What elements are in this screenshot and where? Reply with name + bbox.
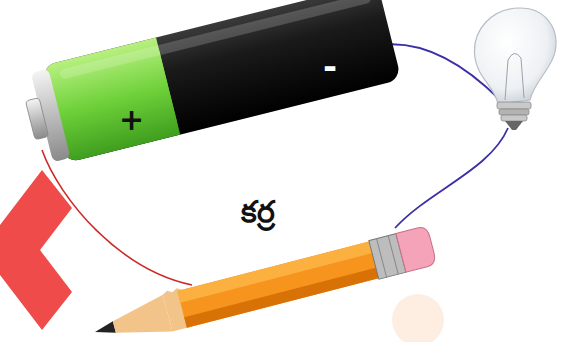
- light-bulb: [475, 8, 556, 130]
- plus-sign: +: [119, 105, 144, 135]
- watermark-shape: [0, 170, 72, 330]
- watermark-blob: [392, 294, 444, 342]
- battery: [18, 0, 401, 169]
- telugu-label: కర్ర: [241, 197, 275, 227]
- red-wire: [42, 150, 192, 285]
- blue-wire: [395, 128, 508, 228]
- pencil: [89, 224, 436, 342]
- minus-sign: -: [323, 49, 337, 83]
